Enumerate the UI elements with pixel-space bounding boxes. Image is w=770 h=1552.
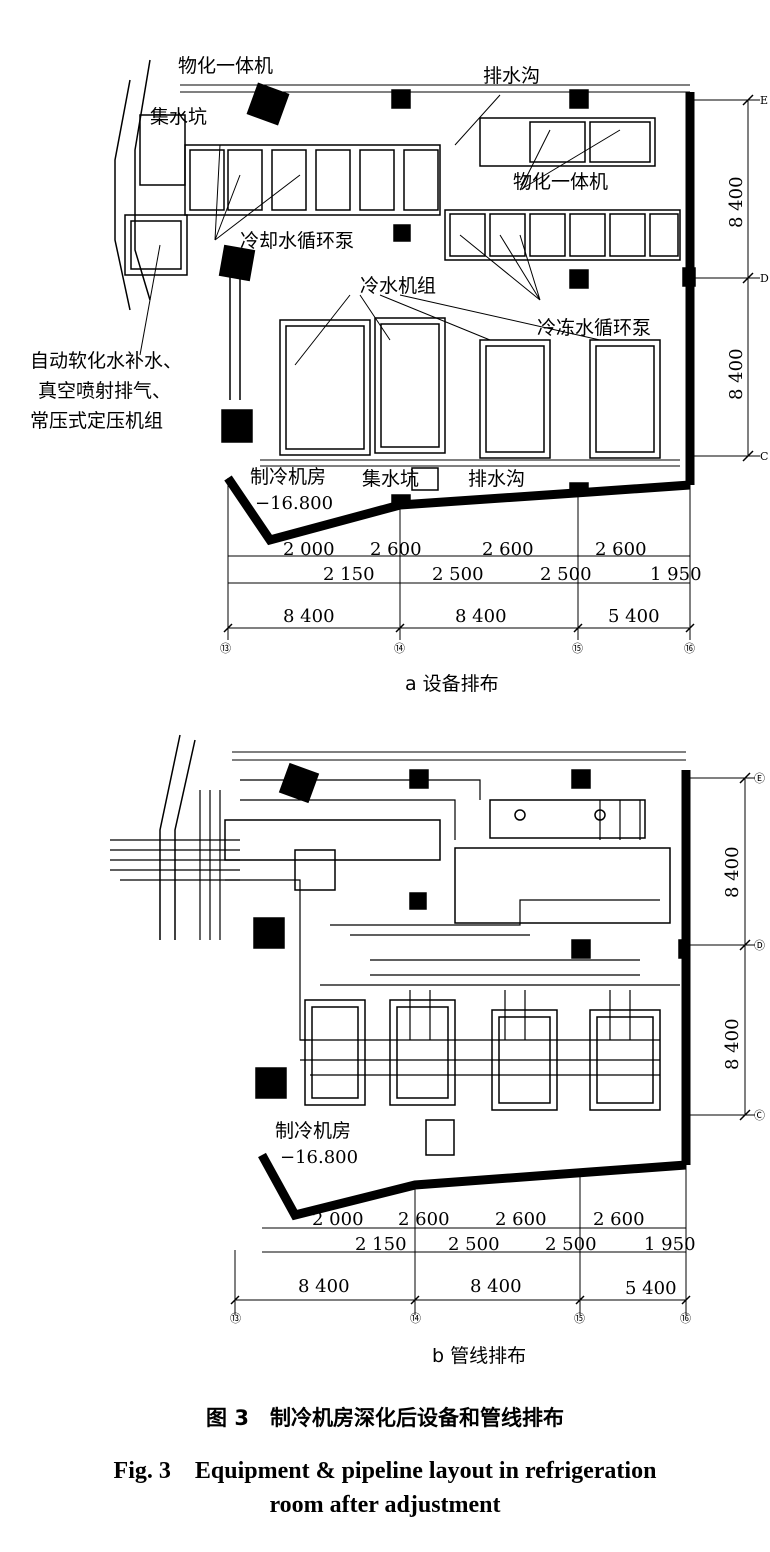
- dim-b-right-1: 8 400: [722, 1018, 743, 1070]
- dim-b-bot-2: 2 500: [545, 1234, 597, 1255]
- label-elevation-b: −16.800: [280, 1147, 358, 1168]
- axis-a-C: C: [760, 450, 768, 463]
- panel-a-equipment-layout: [114, 59, 760, 640]
- label-cooling-pump: 冷却水循环泵: [240, 230, 354, 252]
- label-softener-3: 常压式定压机组: [30, 410, 163, 432]
- subtitle-a: a 设备排布: [405, 673, 499, 695]
- label-softener-2: 真空喷射排气、: [38, 380, 171, 402]
- dim-b-bot-0: 2 150: [355, 1234, 407, 1255]
- label-chiller-units: 冷水机组: [360, 275, 436, 297]
- dim-a-top-3: 2 600: [595, 539, 647, 560]
- dim-b-bot-3: 1 950: [644, 1234, 696, 1255]
- axis-a-15: ⑮: [572, 642, 583, 655]
- label-physchem-right: 物化一体机: [513, 171, 608, 193]
- label-room-name-b: 制冷机房: [275, 1120, 351, 1142]
- panel-a-labels: 物化一体机 排水沟 集水坑 物化一体机 冷却水循环泵 冷水机组 冷冻水循环泵 自…: [30, 55, 769, 695]
- label-elevation-a: −16.800: [255, 493, 333, 514]
- axis-a-16: ⑯: [684, 642, 695, 655]
- label-physchem-top: 物化一体机: [178, 55, 273, 77]
- axis-b-E: Ⓔ: [754, 772, 765, 785]
- bay-a-0: 8 400: [283, 606, 335, 627]
- dim-a-bot-1: 2 500: [432, 564, 484, 585]
- bay-b-0: 8 400: [298, 1276, 350, 1297]
- bay-a-1: 8 400: [455, 606, 507, 627]
- figure-caption-cn: 图 3 制冷机房深化后设备和管线排布: [206, 1406, 564, 1430]
- dim-b-top-2: 2 600: [495, 1209, 547, 1230]
- dim-a-top-2: 2 600: [482, 539, 534, 560]
- subtitle-b: b 管线排布: [432, 1345, 526, 1367]
- dim-a-right-1: 8 400: [726, 348, 747, 400]
- dim-a-bot-3: 1 950: [650, 564, 702, 585]
- drawings: 物化一体机 排水沟 集水坑 物化一体机 冷却水循环泵 冷水机组 冷冻水循环泵 自…: [30, 55, 769, 1367]
- dim-b-right-0: 8 400: [722, 846, 743, 898]
- dim-a-top-0: 2 000: [283, 539, 335, 560]
- axis-a-13: ⑬: [220, 642, 231, 655]
- label-sump-top: 集水坑: [150, 106, 207, 128]
- label-drainage-top: 排水沟: [483, 65, 540, 87]
- dim-b-top-0: 2 000: [312, 1209, 364, 1230]
- axis-b-13: ⑬: [230, 1312, 241, 1325]
- dim-a-bot-2: 2 500: [540, 564, 592, 585]
- bay-a-2: 5 400: [608, 606, 660, 627]
- axis-b-15: ⑮: [574, 1312, 585, 1325]
- panel-b-labels: 制冷机房 −16.800 2 000 2 600 2 600 2 600 2 1…: [230, 772, 765, 1367]
- bay-b-1: 8 400: [470, 1276, 522, 1297]
- axis-b-14: ⑭: [410, 1312, 421, 1325]
- dim-a-top-1: 2 600: [370, 539, 422, 560]
- axis-b-C: Ⓒ: [754, 1109, 765, 1122]
- dim-b-top-3: 2 600: [593, 1209, 645, 1230]
- axis-b-D: Ⓓ: [754, 939, 765, 952]
- axis-a-14: ⑭: [394, 642, 405, 655]
- axis-a-D: D: [760, 272, 769, 285]
- figure-caption-en-line2: room after adjustment: [269, 1492, 501, 1518]
- dim-a-right-0: 8 400: [726, 176, 747, 228]
- axis-a-E: E: [760, 94, 768, 107]
- dim-b-top-1: 2 600: [398, 1209, 450, 1230]
- label-softener-1: 自动软化水补水、: [30, 350, 182, 372]
- dim-a-bot-0: 2 150: [323, 564, 375, 585]
- label-drainage-bottom: 排水沟: [468, 468, 525, 490]
- dim-b-bot-1: 2 500: [448, 1234, 500, 1255]
- axis-b-16: ⑯: [680, 1312, 691, 1325]
- figure-caption-en-line1: Fig. 3 Equipment & pipeline layout in re…: [113, 1458, 657, 1484]
- panel-b-pipeline-layout: [110, 734, 755, 1315]
- bay-b-2: 5 400: [625, 1278, 677, 1299]
- label-sump-bottom: 集水坑: [362, 468, 419, 490]
- label-chilled-pump: 冷冻水循环泵: [537, 317, 651, 339]
- label-room-name-a: 制冷机房: [250, 466, 326, 488]
